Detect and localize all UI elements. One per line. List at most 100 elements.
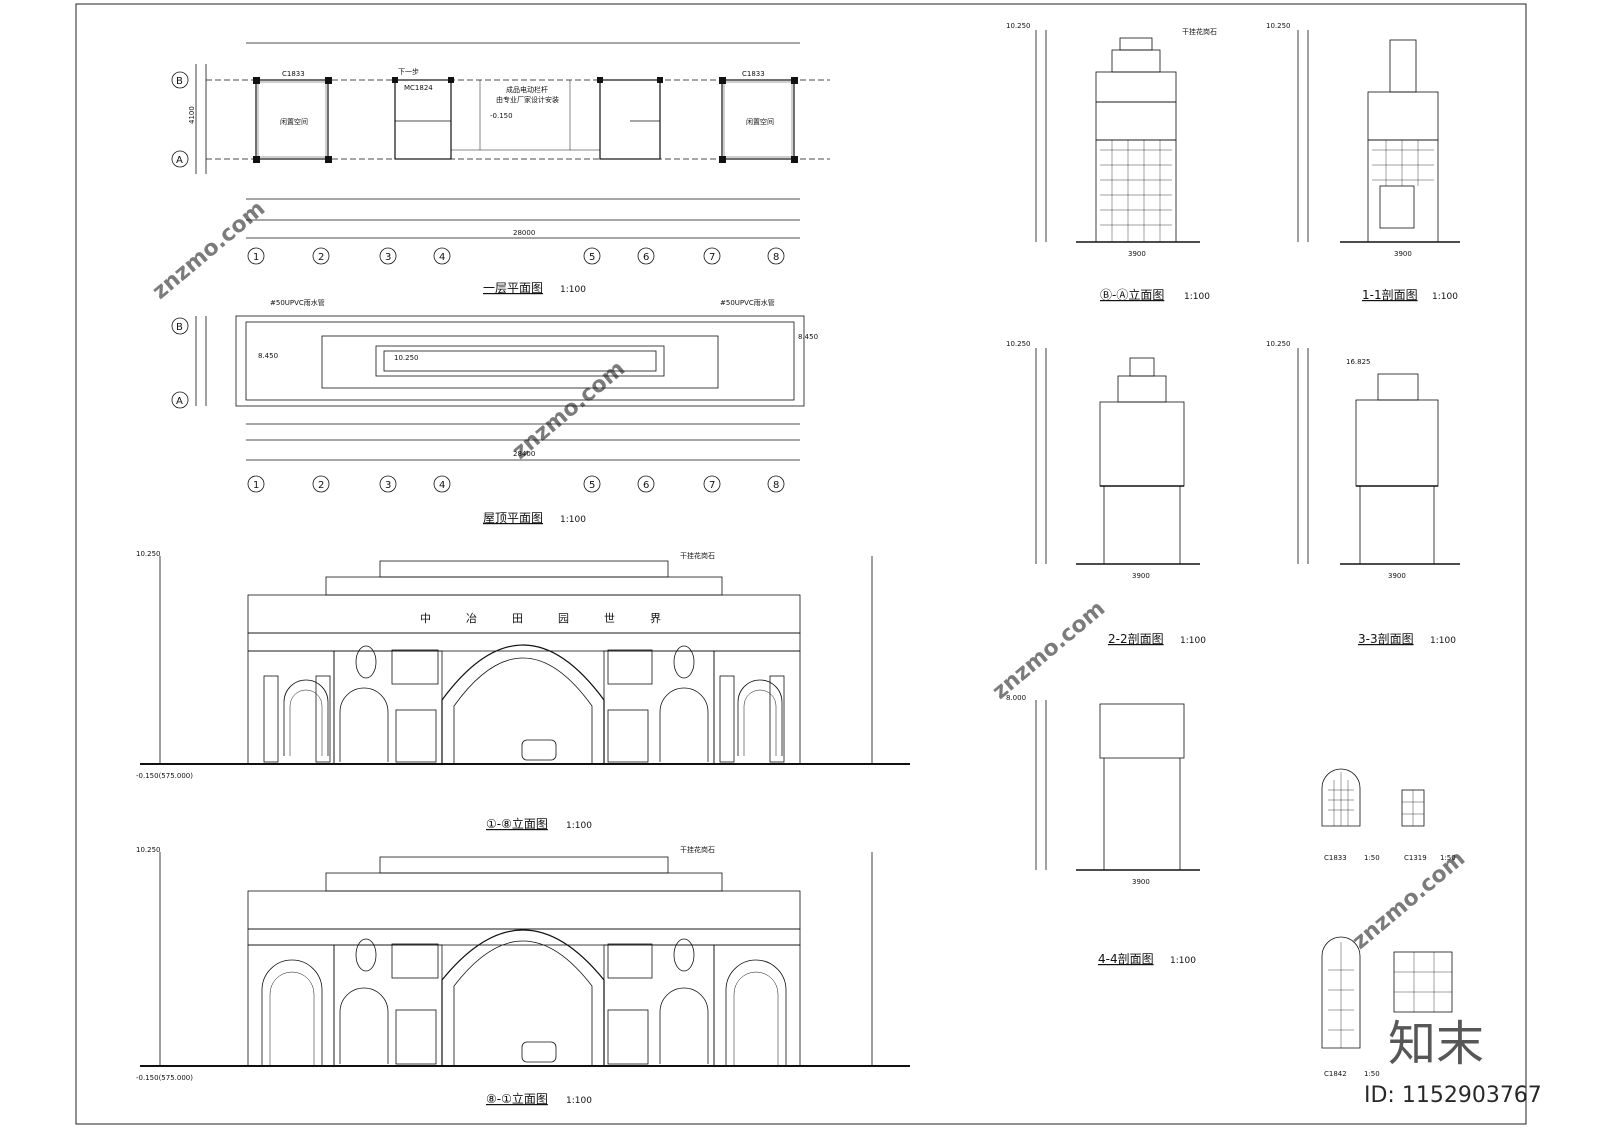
plan-note-gate: 由专业厂家设计安装 [496,95,559,104]
plan-level: -0.150 [490,112,513,120]
plan-labels: 28000 4100 由专业厂家设计安装 成品电动栏杆 -0.150 闲置空间 … [188,68,774,237]
plan-window-label: C1833 [282,70,305,78]
axis-label-1-0: 1 [253,252,259,263]
sec33-top-level: 10.250 [1266,340,1291,348]
row-axis-label-B-0: B [176,76,183,87]
axis-bubble-1-1 [247,475,265,493]
detail-label-c1319: C1319 [1404,854,1427,862]
elevation-1-8 [140,556,910,765]
title-sec33-scale: 1:100 [1430,636,1456,646]
detail-label-c1842: C1842 [1324,1070,1347,1078]
detail-label-c1833: C1833 [1324,854,1347,862]
axis-bubble-6-1 [637,475,655,493]
watermark-id: ID: 1152903767 [1364,1083,1542,1108]
sign-char-4: 园 [558,612,569,625]
sec11-top-level: 10.250 [1266,22,1291,30]
axis-label-7-1: 7 [709,480,715,491]
section-1-1 [1297,30,1460,243]
title-sec22: 2-2剖面图 [1108,632,1164,646]
axis-label-3-1: 3 [385,480,391,491]
detail-scale-1: 1:50 [1364,854,1380,862]
title-elev81-scale: 1:100 [566,1096,592,1106]
axis-bubble-5-1 [583,475,601,493]
title-plan1: 一层平面图 [483,281,543,295]
axis-bubble-6-0 [637,247,655,265]
detail-labels: C1833 C1319 C1842 1:50 1:50 1:50 [1324,854,1456,1078]
row-axis-label-A-3: A [176,396,183,407]
watermark-logo: 知末 [1388,1016,1484,1072]
sign-char-5: 世 [604,612,615,625]
elev81-note: 干挂花岗石 [680,845,715,854]
title-sec44-scale: 1:100 [1170,956,1196,966]
elev18-note: 干挂花岗石 [680,551,715,560]
plan-note-bar: 成品电动栏杆 [506,85,548,94]
sec44-width: 3900 [1132,878,1150,886]
plan-left-room [255,79,329,160]
watermarks: znzmo.com znzmo.com znzmo.com znzmo.com … [148,196,1542,1108]
axis-bubble-4-1 [433,475,451,493]
axis-bubble-4-0 [433,247,451,265]
detail-scale-3: 1:50 [1364,1070,1380,1078]
title-elevba-scale: 1:100 [1184,292,1210,302]
first-floor-plan [195,42,830,239]
sign-char-1: 中 [420,612,431,625]
watermark-4: znzmo.com [1348,846,1470,954]
axis-bubble-8-1 [767,475,785,493]
plan-door-label-2: 下一步 [398,68,419,76]
axis-bubble-7-1 [703,475,721,493]
section-4-4 [1035,700,1200,871]
sec22-width: 3900 [1132,572,1150,580]
sign-char-3: 田 [512,612,523,625]
title-elev18: ①-⑧立面图 [486,816,548,831]
elevation-labels: 干挂花岗石 10.250 -0.150(575.000) 干挂花岗石 10.25… [136,27,1217,1082]
axis-label-8-0: 8 [773,252,779,263]
sec33-width: 3900 [1388,572,1406,580]
axis-bubble-8-0 [767,247,785,265]
plan-total-dim: 28000 [513,229,535,237]
elev81-top-level: 10.250 [136,846,161,854]
watermark-2: znzmo.com [508,356,630,464]
axis-label-7-0: 7 [709,252,715,263]
plan-guard-room-left [394,79,452,160]
roof-pipe-left: #50UPVC雨水管 [270,298,325,307]
plan-window-label-2: C1833 [742,70,765,78]
roof-level-center: 10.250 [394,354,419,362]
section-3-3 [1297,348,1460,565]
elevba-width: 3900 [1128,250,1146,258]
sec11-width: 3900 [1394,250,1412,258]
elevba-top-level: 10.250 [1006,22,1031,30]
plan-room-right: 闲置空间 [746,117,774,126]
elev18-top-level: 10.250 [136,550,161,558]
sign-char-2: 冶 [466,611,477,625]
axis-label-2-0: 2 [318,252,324,263]
elevation-b-a [1035,30,1200,243]
title-sec11: 1-1剖面图 [1362,288,1418,302]
plan-row-total: 4100 [188,106,196,124]
axis-label-4-1: 4 [439,480,445,491]
axis-bubble-5-0 [583,247,601,265]
axis-bubble-3-0 [379,247,397,265]
row-axis-bubble-A-1 [171,150,189,168]
title-roof: 屋顶平面图 [483,511,543,525]
section-labels: 3900 3900 3900 3900 3900 10.250 10.250 1… [1006,22,1412,886]
axis-bubble-2-0 [312,247,330,265]
roof-labels: #50UPVC雨水管 #50UPVC雨水管 28400 10.250 8.450… [258,298,818,458]
title-sec44: 4-4剖面图 [1098,952,1154,966]
elevation-sign: 中 冶 田 园 世 界 [420,611,661,625]
sec44-top-level: 8.000 [1006,694,1026,702]
axis-bubble-7-0 [703,247,721,265]
roof-pipe-right: #50UPVC雨水管 [720,298,775,307]
axis-label-1-1: 1 [253,480,259,491]
title-sec22-scale: 1:100 [1180,636,1206,646]
title-elev81: ⑧-①立面图 [486,1091,548,1106]
roof-outline [235,315,805,407]
title-roof-scale: 1:100 [560,515,586,525]
axis-bubble-3-1 [379,475,397,493]
title-plan1-scale: 1:100 [560,285,586,295]
section-2-2 [1035,348,1200,565]
roof-total-dim: 28400 [513,450,535,458]
elev18-ground-level: -0.150(575.000) [136,772,193,780]
axis-label-5-1: 5 [589,480,595,491]
